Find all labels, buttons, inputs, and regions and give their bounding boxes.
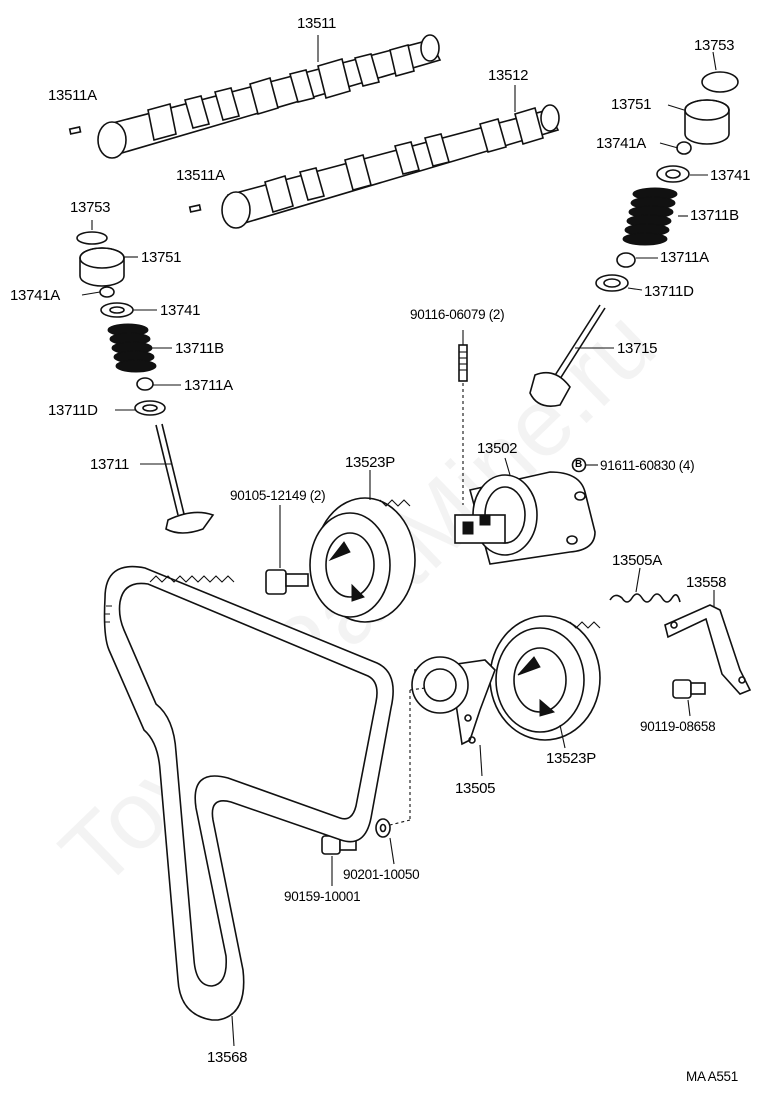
label-13753-right: 13753 xyxy=(694,37,735,54)
stud-90116 xyxy=(458,330,468,505)
label-13502: 13502 xyxy=(477,440,518,457)
camshaft-13512 xyxy=(221,85,560,229)
label-13711d-left: 13711D xyxy=(48,402,98,419)
label-13751-left: 13751 xyxy=(141,249,182,266)
label-13711a-right: 13711A xyxy=(660,249,709,266)
pulley-13523p-upper xyxy=(309,470,416,623)
label-13711b-left: 13711B xyxy=(175,340,224,357)
bracket-13558 xyxy=(664,590,752,695)
idler-13505 xyxy=(411,656,496,777)
label-13523p-bottom: 13523P xyxy=(546,750,596,767)
label-13741a-left: 13741A xyxy=(10,287,60,304)
label-13511a-top: 13511A xyxy=(48,87,97,104)
label-13511: 13511 xyxy=(297,15,337,32)
label-90105: 90105-12149 (2) xyxy=(230,488,326,503)
label-13523p-top: 13523P xyxy=(345,454,395,471)
spring-13505a xyxy=(609,567,681,603)
label-13711b-right: 13711B xyxy=(690,207,739,224)
label-13511a-mid: 13511A xyxy=(176,167,225,184)
label-13715: 13715 xyxy=(617,340,658,357)
bolt-90105 xyxy=(265,505,309,595)
timing-belt-13568 xyxy=(103,565,394,1047)
valve-assembly-right xyxy=(529,51,739,407)
label-90159: 90159-10001 xyxy=(284,889,361,904)
label-13512: 13512 xyxy=(488,67,529,84)
figure-code: MA A551 xyxy=(686,1069,738,1084)
marker-b: B xyxy=(575,459,582,470)
valve-assembly-left xyxy=(76,220,215,534)
label-90116: 90116-06079 (2) xyxy=(410,307,505,322)
label-90201: 90201-10050 xyxy=(343,867,420,882)
label-13711a-left: 13711A xyxy=(184,377,233,394)
label-13711: 13711 xyxy=(90,456,130,473)
bolt-90159 xyxy=(321,835,357,886)
washer-90201 xyxy=(375,818,395,865)
pin-13511a-mid xyxy=(188,204,202,213)
label-13558: 13558 xyxy=(686,574,727,591)
label-13751-right: 13751 xyxy=(611,96,652,113)
label-13711d-right: 13711D xyxy=(644,283,694,300)
label-13505a: 13505A xyxy=(612,552,662,569)
label-13753-left: 13753 xyxy=(70,199,111,216)
tensioner-13502 xyxy=(454,457,598,565)
label-90119: 90119-08658 xyxy=(640,719,716,734)
bolt-90119 xyxy=(672,679,706,717)
pin-13511a-top xyxy=(68,126,82,135)
label-13741-left: 13741 xyxy=(160,302,201,319)
pulley-13523p-lower xyxy=(489,615,601,749)
label-91611: 91611-60830 (4) xyxy=(600,458,695,473)
camshaft-13511 xyxy=(97,34,442,159)
label-13741-right: 13741 xyxy=(710,167,751,184)
label-13741a-right: 13741A xyxy=(596,135,646,152)
label-13568: 13568 xyxy=(207,1049,248,1066)
label-13505: 13505 xyxy=(455,780,496,797)
mounting-line xyxy=(389,687,426,826)
